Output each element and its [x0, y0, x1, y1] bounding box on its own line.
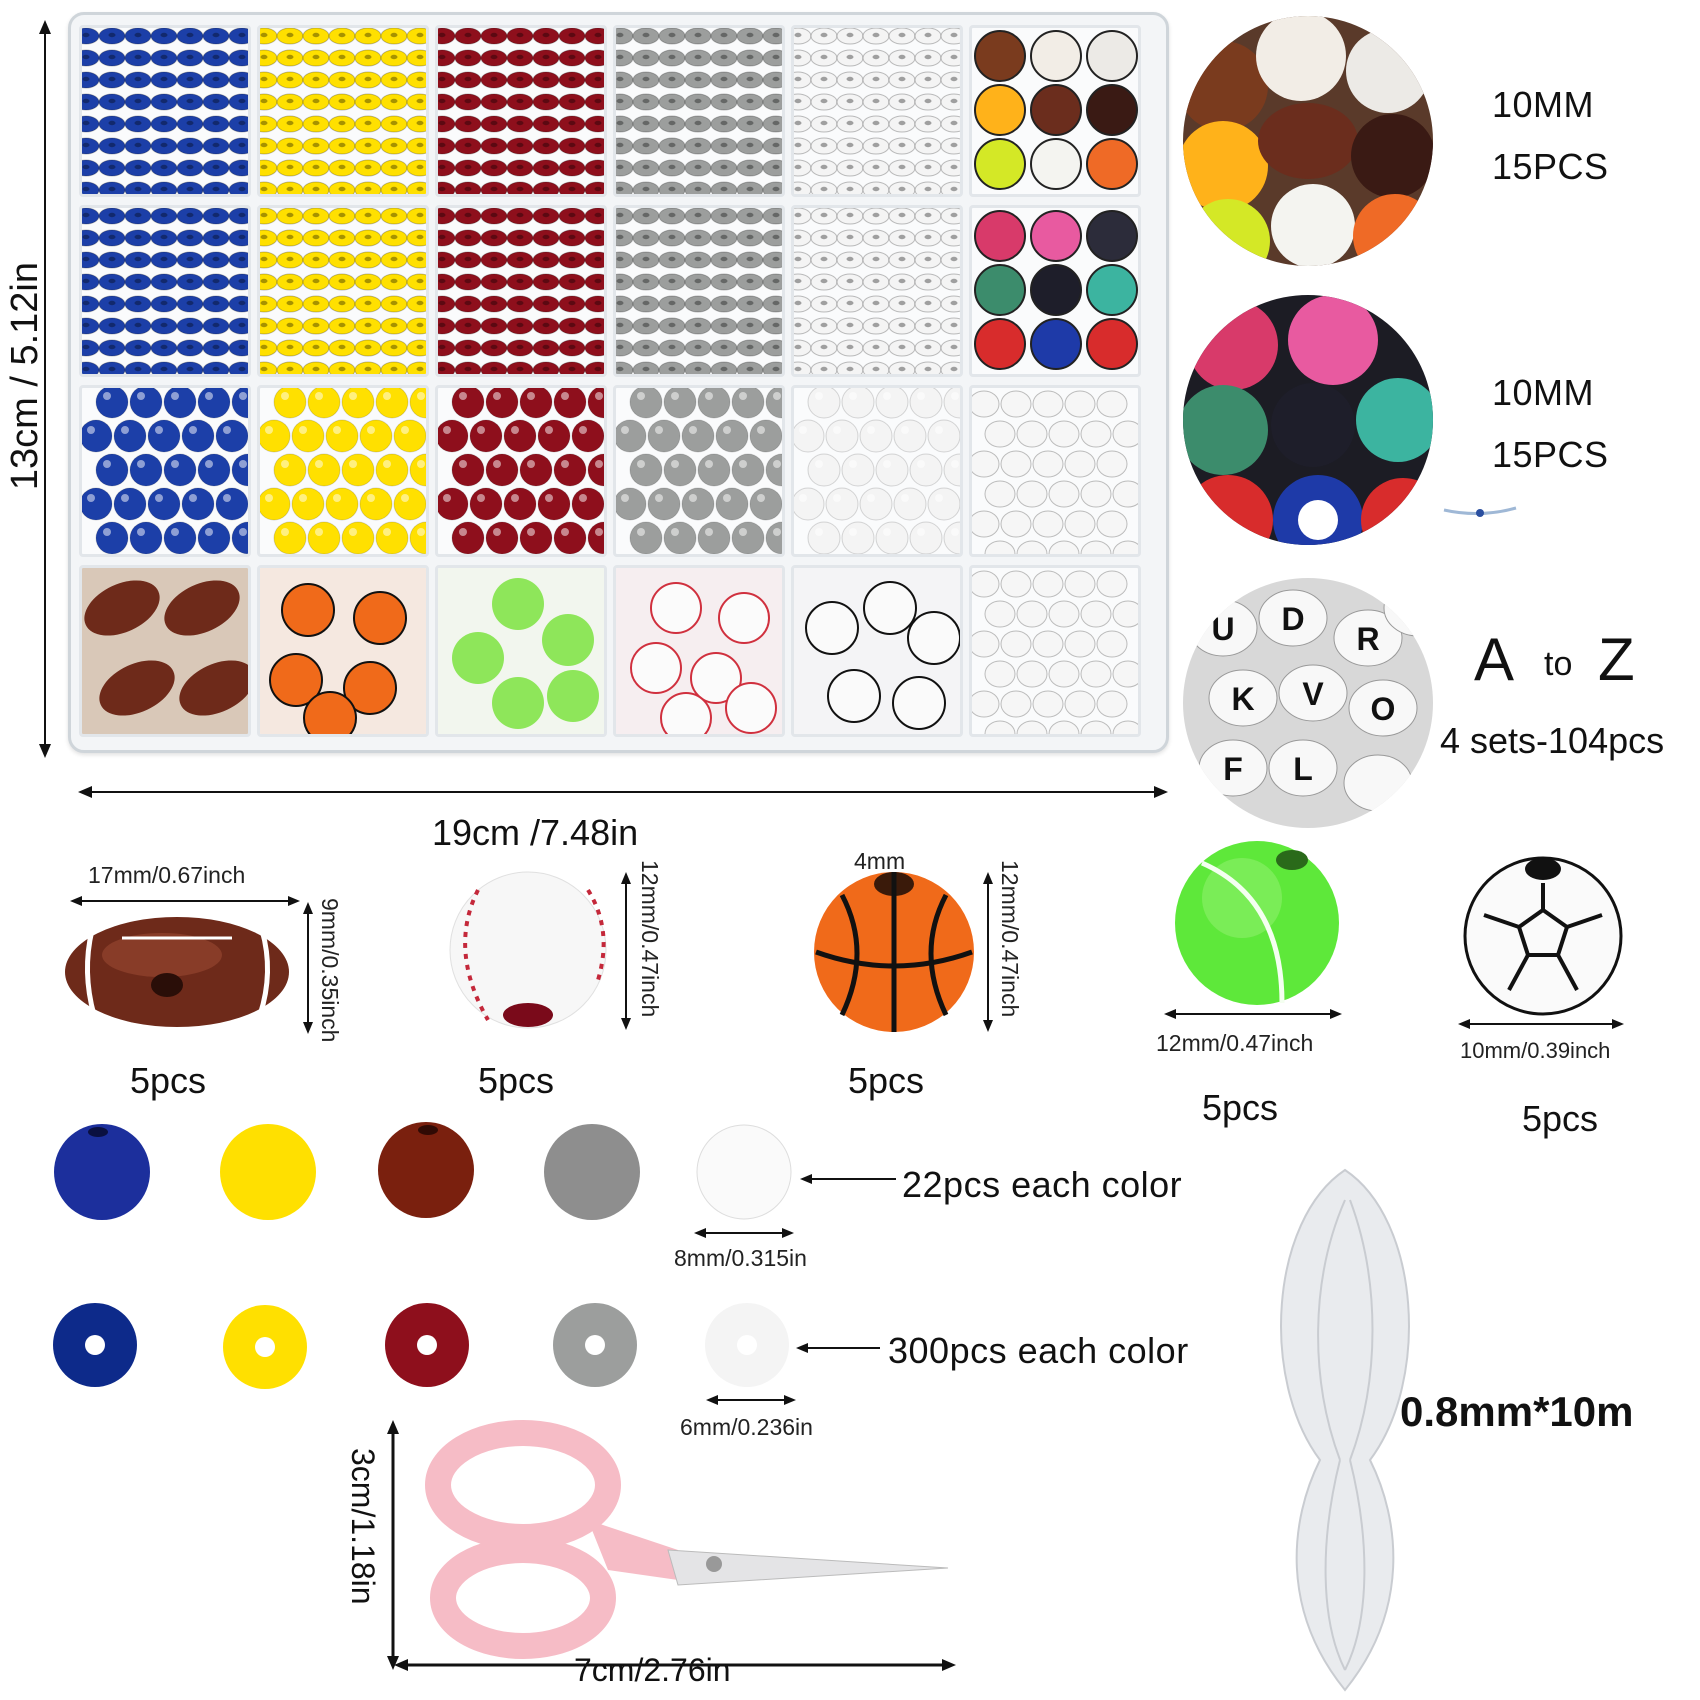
compartment-red	[435, 205, 607, 377]
flat-bead-size-label: 6mm/0.236in	[680, 1414, 813, 1440]
round-beads-label: 22pcs each color	[902, 1164, 1183, 1205]
scissors-width-label: 7cm/2.76in	[574, 1652, 731, 1688]
round-bead-size-label: 8mm/0.315in	[674, 1245, 807, 1271]
flat-bead-yellow	[223, 1305, 307, 1389]
letter-bead-U: U	[1211, 611, 1234, 647]
round-bead-white	[696, 1124, 792, 1220]
compartment-gray	[613, 205, 785, 377]
tennis-size-arrow	[1164, 1009, 1342, 1019]
round-bead-yellow	[220, 1124, 316, 1220]
letters-title-to: to	[1544, 645, 1573, 683]
compartment-tennis	[435, 565, 607, 737]
compartment-gray	[613, 25, 785, 197]
scissors	[425, 1420, 949, 1659]
sports-count-label: 15PCS	[1492, 146, 1609, 187]
sports-beads-photo	[1183, 16, 1433, 266]
football-height-arrow	[303, 902, 313, 1034]
flat-bead-gray	[553, 1303, 637, 1387]
compartment-white	[791, 205, 963, 377]
baseball-count: 5pcs	[478, 1060, 555, 1101]
compartment-white	[791, 25, 963, 197]
football-bead	[65, 917, 289, 1027]
tennis-count: 5pcs	[1202, 1087, 1279, 1128]
soccer-size-label: 10mm/0.39inch	[1460, 1038, 1611, 1063]
compartment-yellow	[257, 25, 429, 197]
compartment-letters	[969, 565, 1141, 737]
football-count: 5pcs	[130, 1060, 207, 1101]
round-bead-pointer-arrow	[800, 1174, 896, 1184]
bead-organizer-box	[68, 12, 1169, 753]
letter-bead-D: D	[1281, 601, 1304, 637]
compartment-yellow	[257, 385, 429, 557]
box-width-arrow	[78, 786, 1168, 798]
box-width-label: 19cm /7.48in	[432, 812, 639, 853]
basketball-size-label: 12mm/0.47inch	[997, 860, 1023, 1018]
space-beads-photo	[1183, 295, 1433, 545]
soccer-count: 5pcs	[1522, 1098, 1599, 1139]
compartment-gray	[613, 385, 785, 557]
basketball-size-arrow	[983, 872, 993, 1032]
soccer-bead	[1463, 856, 1623, 1016]
letter-beads-photo: U D R K V O F L	[1183, 578, 1433, 828]
round-bead-gray	[544, 1124, 640, 1220]
compartment-space	[969, 205, 1141, 377]
letter-bead-L: L	[1293, 751, 1313, 787]
letters-title-a: A	[1474, 626, 1515, 693]
letters-title-z: Z	[1598, 626, 1635, 693]
round-bead-brown	[378, 1122, 474, 1218]
compartment-blue	[79, 25, 251, 197]
football-length-label: 17mm/0.67inch	[88, 862, 246, 888]
elastic-cord-bundle	[1280, 1168, 1410, 1692]
letter-bead-O: O	[1371, 691, 1396, 727]
letters-sets-label: 4 sets-104pcs	[1440, 720, 1665, 761]
basketball-bead	[814, 872, 974, 1032]
soccer-size-arrow	[1458, 1019, 1624, 1029]
flat-beads-label: 300pcs each color	[888, 1330, 1189, 1371]
scissors-width-arrow	[394, 1659, 956, 1671]
flat-bead-white	[705, 1303, 789, 1387]
tennis-size-label: 12mm/0.47inch	[1156, 1030, 1314, 1056]
round-bead-blue	[54, 1124, 150, 1220]
letter-bead-K: K	[1231, 681, 1254, 717]
compartment-blue	[79, 385, 251, 557]
tennis-bead	[1175, 841, 1339, 1005]
football-length-arrow	[70, 896, 300, 906]
flat-bead-red	[385, 1303, 469, 1387]
flat-bead-size-arrow	[706, 1395, 796, 1405]
compartment-blue	[79, 205, 251, 377]
compartment-letters	[969, 385, 1141, 557]
bracelet-thumbnail	[1443, 506, 1517, 517]
letter-bead-R: R	[1356, 621, 1379, 657]
compartment-baseball	[613, 565, 785, 737]
compartment-sports	[969, 25, 1141, 197]
basketball-hole-label: 4mm	[854, 848, 906, 874]
scissors-height-arrow	[387, 1420, 399, 1670]
compartment-red	[435, 385, 607, 557]
basketball-count: 5pcs	[848, 1060, 925, 1101]
flat-bead-blue	[53, 1303, 137, 1387]
scissors-height-label: 3cm/1.18in	[345, 1448, 381, 1605]
compartment-white	[791, 385, 963, 557]
baseball-size-arrow	[621, 872, 631, 1030]
baseball-size-label: 12mm/0.47inch	[637, 860, 663, 1018]
flat-bead-pointer-arrow	[796, 1343, 880, 1353]
round-bead-size-arrow	[694, 1228, 794, 1238]
box-height-label: 13cm / 5.12in	[4, 262, 46, 491]
compartment-red	[435, 25, 607, 197]
sports-size-label: 10MM	[1492, 84, 1595, 125]
compartment-football	[79, 565, 251, 737]
compartment-soccer	[791, 565, 963, 737]
letter-bead-V: V	[1302, 676, 1324, 712]
space-size-label: 10MM	[1492, 372, 1595, 413]
compartment-yellow	[257, 205, 429, 377]
cord-label: 0.8mm*10m	[1400, 1388, 1634, 1435]
baseball-bead	[449, 871, 607, 1029]
letter-bead-F: F	[1223, 751, 1243, 787]
football-height-label: 9mm/0.35inch	[317, 898, 343, 1043]
box-height-arrow	[39, 20, 51, 758]
space-count-label: 15PCS	[1492, 434, 1609, 475]
compartment-basketball	[257, 565, 429, 737]
